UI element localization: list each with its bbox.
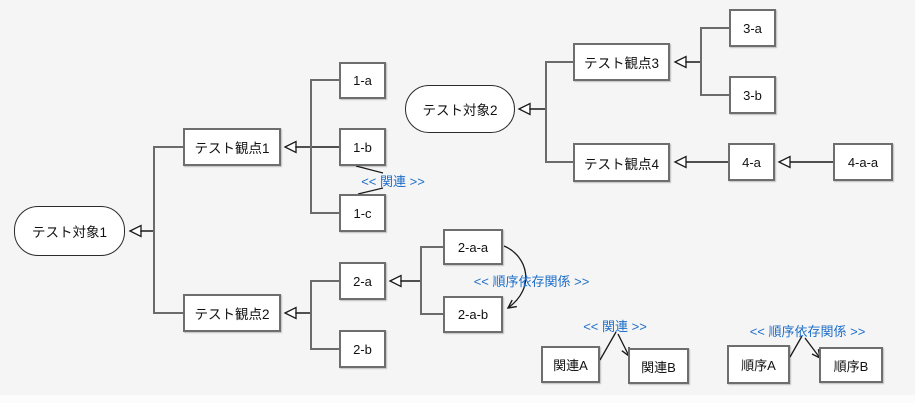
node-1-c-label: 1-c: [353, 205, 372, 221]
tree-target2: [517, 61, 574, 163]
order-label-2aa-2ab: << 順序依存関係 >>: [473, 274, 590, 289]
node-test-viewpoint-2[interactable]: テスト観点2: [183, 294, 281, 332]
node-test-viewpoint-3-label: テスト観点3: [583, 56, 659, 71]
node-1-a-label: 1-a: [353, 73, 372, 88]
node-test-target-2[interactable]: テスト対象2: [405, 85, 515, 133]
node-test-target-1[interactable]: テスト対象1: [14, 206, 125, 256]
open-triangle-arrowhead: [517, 102, 531, 116]
node-relation-b[interactable]: 関連B: [628, 348, 689, 384]
node-1-c[interactable]: 1-c: [339, 194, 386, 232]
node-order-a[interactable]: 順序A: [727, 345, 790, 384]
node-1-b-label: 1-b: [353, 139, 372, 155]
node-3-b[interactable]: 3-b: [729, 76, 776, 114]
node-4-a-a-label: 4-a-a: [847, 154, 879, 170]
node-2-a-b[interactable]: 2-a-b: [443, 296, 503, 333]
relation-label-1b-1c: << 関連 >>: [361, 174, 425, 189]
node-relation-b-label: 関連B: [641, 359, 676, 375]
tree-viewpoint2: [283, 280, 340, 350]
order-label-example: << 順序依存関係 >>: [749, 324, 866, 339]
node-4-a[interactable]: 4-a: [728, 143, 775, 181]
node-4-a-a[interactable]: 4-a-a: [833, 143, 893, 181]
tree-target1: [128, 146, 184, 314]
order-arrow-example: [789, 335, 821, 360]
relation-arrow-example: [599, 331, 630, 361]
node-2-a-a[interactable]: 2-a-a: [443, 229, 503, 265]
order-arrow-2aa-2ab: [503, 245, 527, 309]
tree-viewpoint1: [283, 79, 340, 214]
relation-label-example: << 関連 >>: [583, 319, 647, 334]
open-triangle-arrowhead: [283, 306, 297, 320]
node-test-viewpoint-3[interactable]: テスト観点3: [573, 43, 670, 81]
node-order-a-label: 順序A: [741, 358, 776, 373]
link-4a-4aa: [777, 155, 833, 169]
node-relation-a[interactable]: 関連A: [541, 346, 600, 383]
node-3-b-label: 3-b: [743, 87, 762, 103]
link-viewpoint4-4a: [673, 155, 728, 169]
node-test-viewpoint-1-label: テスト観点1: [194, 141, 270, 156]
open-triangle-arrowhead: [283, 140, 297, 154]
node-order-b[interactable]: 順序B: [819, 347, 883, 383]
node-3-a[interactable]: 3-a: [729, 9, 776, 47]
node-test-viewpoint-4-label: テスト観点4: [583, 156, 659, 172]
node-order-b-label: 順序B: [833, 358, 869, 374]
canvas-bottom-strip: [0, 395, 915, 403]
open-triangle-arrowhead: [128, 224, 142, 238]
node-1-b[interactable]: 1-b: [339, 128, 386, 166]
node-test-viewpoint-2-label: テスト観点2: [194, 307, 270, 322]
open-triangle-arrowhead: [673, 55, 687, 69]
open-triangle-arrowhead: [673, 155, 687, 169]
node-2-a[interactable]: 2-a: [339, 262, 386, 300]
node-2-a-label: 2-a: [353, 273, 372, 289]
node-test-viewpoint-4[interactable]: テスト観点4: [573, 143, 670, 182]
tree-2a: [388, 246, 444, 315]
open-triangle-arrowhead: [777, 155, 791, 169]
open-triangle-arrowhead: [388, 274, 402, 288]
node-4-a-label: 4-a: [742, 154, 761, 170]
node-test-viewpoint-1[interactable]: テスト観点1: [183, 128, 281, 166]
node-2-a-b-label: 2-a-b: [457, 307, 489, 322]
node-1-a[interactable]: 1-a: [339, 62, 386, 99]
node-2-a-a-label: 2-a-a: [457, 239, 489, 255]
node-relation-a-label: 関連A: [553, 358, 588, 373]
node-test-target-2-label: テスト対象2: [422, 103, 498, 118]
node-2-b-label: 2-b: [353, 341, 372, 357]
tree-viewpoint3: [673, 27, 730, 96]
node-2-b[interactable]: 2-b: [339, 330, 386, 368]
node-test-target-1-label: テスト対象1: [31, 225, 107, 240]
relation-line-1b-1c: [355, 165, 384, 195]
node-3-a-label: 3-a: [743, 20, 762, 36]
